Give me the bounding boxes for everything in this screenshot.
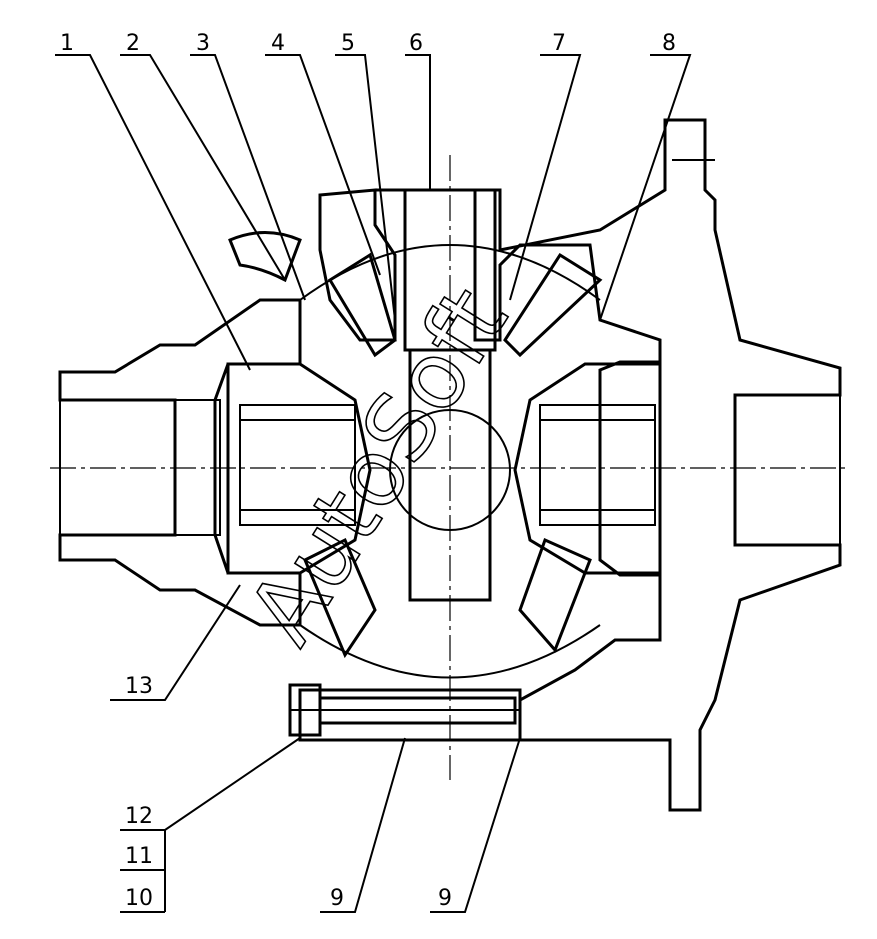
cap-shell bbox=[228, 231, 302, 283]
right-housing bbox=[375, 118, 842, 812]
callout-6: 6 bbox=[409, 31, 423, 56]
callout-12: 12 bbox=[125, 804, 153, 829]
callout-2: 2 bbox=[126, 31, 140, 56]
callout-8: 8 bbox=[662, 31, 676, 56]
callout-11: 11 bbox=[125, 844, 153, 869]
callout-3: 3 bbox=[196, 31, 210, 56]
side-gear-left bbox=[226, 362, 372, 575]
pinion-gears bbox=[303, 252, 603, 659]
bottom-flange bbox=[288, 683, 522, 742]
side-gear-right bbox=[513, 362, 662, 575]
callout-5: 5 bbox=[341, 31, 355, 56]
callout-4: 4 bbox=[271, 31, 285, 56]
callout-13: 13 bbox=[125, 674, 153, 699]
callout-7: 7 bbox=[552, 31, 566, 56]
callout-9-left: 9 bbox=[330, 886, 344, 911]
watermark: AutoSoft bbox=[228, 270, 528, 662]
callout-1: 1 bbox=[60, 31, 74, 56]
callout-10: 10 bbox=[125, 886, 153, 911]
callout-9-right: 9 bbox=[438, 886, 452, 911]
leader-lines bbox=[55, 54, 692, 913]
